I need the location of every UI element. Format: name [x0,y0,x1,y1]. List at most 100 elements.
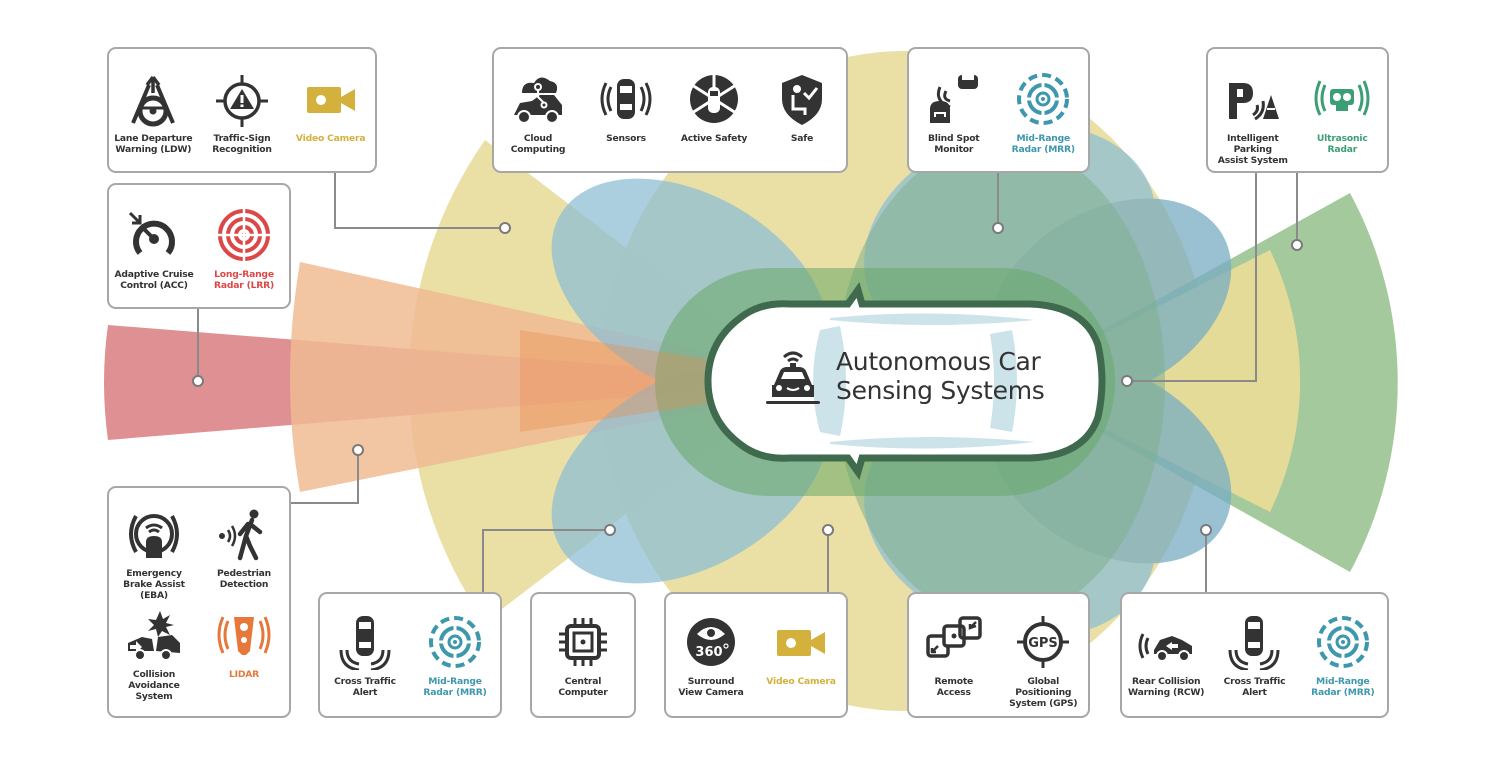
diagram-title: Autonomous Car Sensing Systems [836,347,1045,405]
feature-item: Intelligent Parking Assist System [1213,71,1293,166]
connector-dots [192,222,1303,536]
box-blind-spot: Blind Spot Monitor Mid-Range Radar (MRR) [907,47,1090,173]
box-cross-traffic-front: Cross Traffic Alert Mid-Range Radar (MRR) [318,592,502,718]
feature-item: Cross Traffic Alert [1214,614,1294,698]
title-block: Autonomous Car Sensing Systems [762,345,1045,407]
feature-label: Mid-Range Radar (MRR) [1011,133,1075,155]
camera-360-icon: 360 [687,618,735,666]
blind-spot-icon [929,75,978,123]
feature-item: Cross Traffic Alert [325,614,405,698]
feature-label: Surround View Camera [678,676,744,698]
feature-label: LIDAR [228,669,260,680]
feature-label: Cross Traffic Alert [1223,676,1286,698]
pedestrian-icon [219,509,263,561]
feature-item: Cloud Computing [498,71,578,155]
video-camera-icon [777,630,825,656]
feature-label: Sensors [606,133,646,144]
feature-label: Rear Collision Warning (RCW) [1128,676,1205,698]
feature-item: Active Safety [674,71,754,144]
feature-item: Mid-Range Radar (MRR) [1303,614,1383,698]
autonomous-car-icon [766,351,820,404]
box-camera-features-top-left: Lane Departure Warning (LDW) Traffic-Sign… [107,47,377,173]
feature-item: Ultrasonic Radar [1302,71,1382,155]
feature-item: Blind Spot Monitor [914,71,994,155]
cross-traffic-icon [339,616,391,670]
feature-label: Pedestrian Detection [216,568,272,590]
safe-shield-icon [782,75,822,125]
feature-item: Adaptive Cruise Control (ACC) [114,207,194,291]
feature-label: Collision Avoidance System [128,669,180,702]
sensors-icon [600,79,652,119]
active-safety-icon [690,73,738,123]
feature-item: Lane Departure Warning (LDW) [113,71,193,155]
feature-item: Rear Collision Warning (RCW) [1126,614,1206,698]
feature-label: Adaptive Cruise Control (ACC) [114,269,194,291]
feature-label: Mid-Range Radar (MRR) [1311,676,1375,698]
cloud-computing-icon [514,77,562,124]
feature-item: Video Camera [291,71,371,144]
feature-label: Ultrasonic Radar [1316,133,1368,155]
box-parking-assist: Intelligent Parking Assist System Ultraso… [1206,47,1389,173]
box-left-bottom-features: Emergency Brake Assist (EBA) Pedestrian D… [107,486,291,718]
feature-item: Mid-Range Radar (MRR) [415,614,495,698]
feature-label: Emergency Brake Assist (EBA) [123,568,185,601]
mid-range-radar-icon [1316,616,1369,668]
feature-item: Long-Range Radar (LRR) [204,207,284,291]
feature-label: Video Camera [295,133,366,144]
lidar-icon [217,616,271,655]
feature-item: Safe [762,71,842,144]
box-central-computer: Central Computer [530,592,636,718]
adaptive-cruise-icon [128,211,175,255]
video-camera-icon [306,87,355,113]
feature-label: Global Positioning System (GPS) [1009,676,1078,709]
feature-label: Safe [790,133,814,144]
remote-access-icon [926,616,982,658]
car-top-view [704,282,1106,480]
feature-label: Lane Departure Warning (LDW) [114,133,193,155]
feature-item: LIDAR [201,607,287,680]
cross-traffic-icon [1228,616,1280,670]
feature-item: Emergency Brake Assist (EBA) [111,506,197,601]
svg-text:GPS: GPS [1028,636,1058,651]
long-range-radar-icon [218,209,270,261]
feature-label: Mid-Range Radar (MRR) [423,676,487,698]
collision-avoidance-icon [128,611,180,661]
feature-label: Central Computer [558,676,608,698]
cpu-chip-icon [559,618,607,666]
box-remote-gps: Remote Access GPS Global Positioning Syste… [907,592,1090,718]
mid-range-radar-icon [429,616,481,668]
feature-item: Video Camera [761,614,841,687]
feature-label: Long-Range Radar (LRR) [214,269,274,291]
feature-label: Video Camera [766,676,836,687]
traffic-sign-icon [215,75,268,127]
feature-item: Central Computer [543,614,623,698]
box-rear-features: Rear Collision Warning (RCW) Cross Traffi… [1120,592,1389,718]
feature-item: Mid-Range Radar (MRR) [1003,71,1083,155]
feature-item: Pedestrian Detection [201,506,287,590]
emergency-brake-icon [129,514,179,558]
connector-lines [197,172,1298,592]
box-adaptive-cruise: Adaptive Cruise Control (ACC) Long-Range … [107,183,291,309]
feature-label: Intelligent Parking Assist System [1217,133,1288,166]
rear-collision-icon [1138,633,1193,662]
feature-label: Remote Access [934,676,974,698]
ultrasonic-radar-icon [1314,80,1370,116]
parking-assist-icon [1228,83,1279,121]
feature-label: Cross Traffic Alert [334,676,396,698]
gps-icon: GPS [1017,616,1070,668]
feature-label: Blind Spot Monitor [927,133,980,155]
feature-label: Cloud Computing [510,133,566,155]
feature-item: Sensors [586,71,666,144]
svg-text:360: 360 [695,645,722,660]
lidar-zone [290,262,745,492]
feature-label: Active Safety [680,133,748,144]
mid-range-radar-icon [1017,73,1070,125]
lane-departure-icon [131,75,176,127]
box-top-center-features: Cloud Computing Sensors Active Safety Safe [492,47,848,173]
feature-item: Remote Access [914,614,994,698]
feature-item: Traffic-Sign Recognition [202,71,282,155]
feature-item: GPS Global Positioning System (GPS) [1003,614,1083,709]
